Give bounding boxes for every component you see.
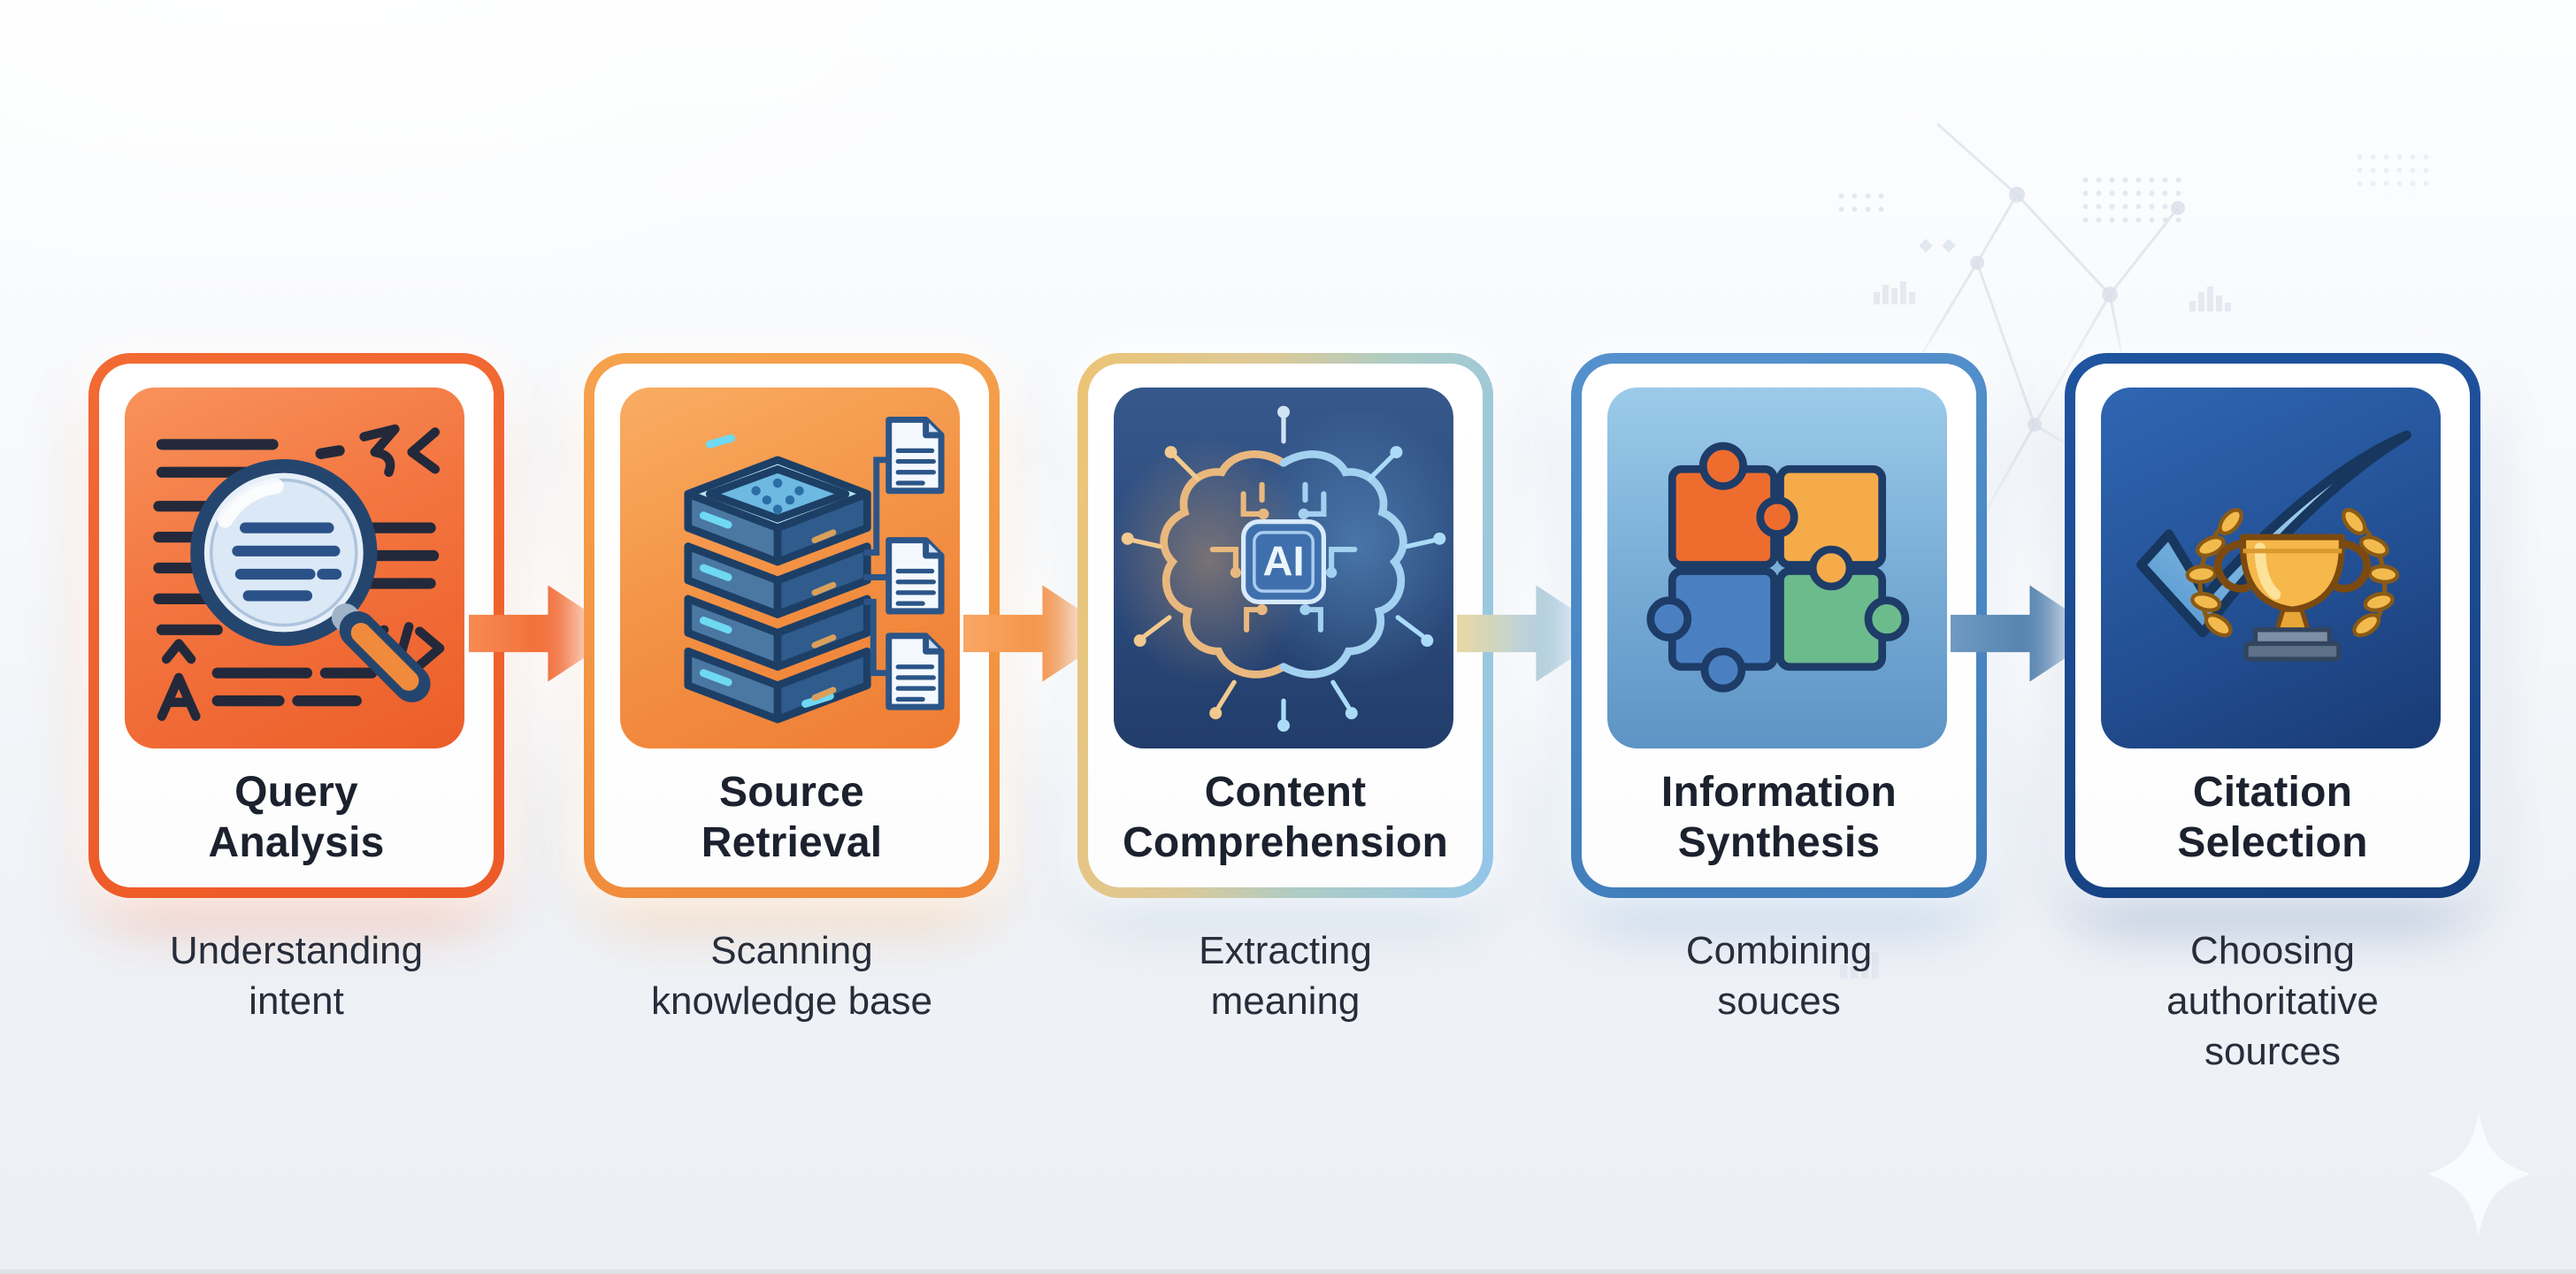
- background-dot-grid: [1835, 189, 1891, 219]
- step-caption-content-comprehension: Extracting meaning: [1199, 929, 1372, 1023]
- checkmark-trophy-icon: [2136, 430, 2411, 662]
- step-title-citation-selection: Citation Selection: [2177, 769, 2368, 866]
- step-card-content-comprehension: AI Content Comprehension: [1077, 353, 1493, 898]
- source-retrieval-icon-panel: [620, 388, 960, 748]
- step-title-query-analysis: Query Analysis: [208, 769, 385, 866]
- background-dot-grid: [2353, 150, 2433, 195]
- ai-brain-chip-icon: AI: [1121, 405, 1446, 733]
- step-caption-query-analysis: Understanding intent: [169, 929, 424, 1023]
- citation-selection-icon-panel: [2101, 388, 2441, 748]
- step-card-citation-selection: Citation Selection: [2065, 353, 2480, 898]
- step-title-source-retrieval: Source Retrieval: [701, 769, 883, 866]
- sparkle-decoration: [2427, 1112, 2530, 1236]
- step-card-query-analysis: Query Analysis: [88, 353, 504, 898]
- database-stack-documents-icon: [684, 416, 945, 724]
- ai-chip-label: AI: [1262, 538, 1304, 585]
- query-analysis-icon-panel: [125, 388, 464, 748]
- puzzle-pieces-icon: [1646, 441, 1910, 693]
- step-title-content-comprehension: Content Comprehension: [1123, 769, 1448, 866]
- search-magnifier-document-icon: [153, 424, 445, 721]
- step-card-information-synthesis: Information Synthesis: [1571, 353, 1987, 898]
- information-synthesis-icon-panel: [1607, 388, 1947, 748]
- step-title-information-synthesis: Information Synthesis: [1660, 769, 1898, 866]
- step-caption-source-retrieval: Scanning knowledge base: [650, 929, 932, 1023]
- background-dot-grid: [2079, 173, 2185, 230]
- step-caption-information-synthesis: Combining souces: [1685, 929, 1873, 1023]
- step-caption-citation-selection: Choosing authoritative sources: [2166, 929, 2379, 1073]
- step-card-source-retrieval: Source Retrieval: [584, 353, 1000, 898]
- content-comprehension-icon-panel: AI: [1114, 388, 1453, 748]
